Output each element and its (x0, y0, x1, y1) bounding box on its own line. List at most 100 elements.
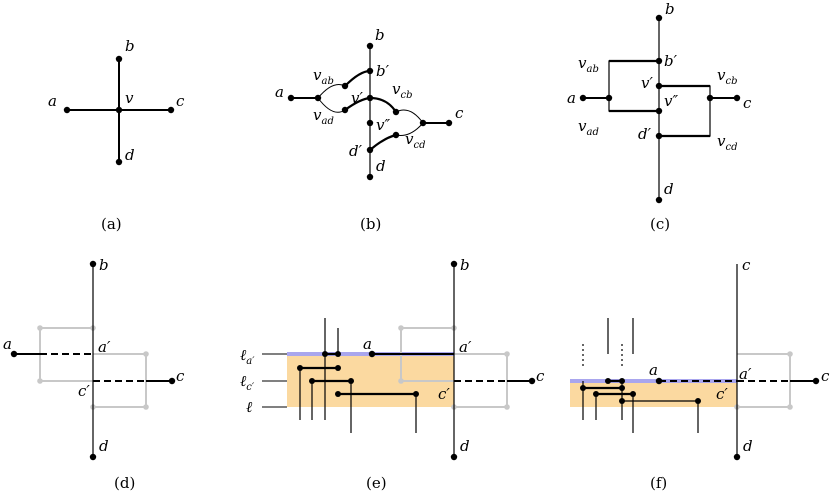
curve-vcb-c (395, 109, 424, 124)
vertex-a-split (314, 94, 322, 102)
vertex-vpp (366, 119, 374, 127)
label-vcd: vcd (405, 130, 426, 151)
vertex (297, 365, 303, 371)
label-d: d (664, 180, 674, 198)
curve-dprime-vcd (369, 133, 397, 151)
label-aprime: a′ (459, 338, 472, 356)
label-vcd: vcd (717, 132, 738, 153)
label-ell-cprime: ℓc′ (240, 372, 255, 393)
label-vcb: vcb (392, 80, 413, 101)
label-d: d (99, 437, 109, 455)
vertex (413, 391, 419, 397)
vertex (335, 365, 341, 371)
vertex-b (89, 260, 97, 268)
label-a: a (3, 335, 12, 353)
vertex-c (528, 377, 536, 385)
vertex-a (579, 94, 587, 102)
label-a: a (649, 361, 658, 379)
caption-f: (f) (650, 474, 667, 491)
vertex-vpp (655, 107, 663, 115)
panel-a: b d a c v (a) (48, 37, 185, 233)
vertex (695, 398, 701, 404)
vertex-c-split (706, 94, 714, 102)
vertex-c (168, 377, 176, 385)
panel-b: b b′ v′ v″ d′ d a c vab vad vcb vcd (b) (275, 26, 464, 233)
ghost-vertex (37, 378, 43, 384)
vertex (322, 351, 328, 357)
label-vpp: v″ (376, 116, 390, 134)
vertex-a-split (605, 94, 613, 102)
label-vprime: v′ (351, 89, 363, 107)
label-d: d (460, 437, 470, 455)
ghost-vertex (504, 351, 510, 357)
label-c-top: c (742, 256, 751, 274)
label-c: c (536, 367, 545, 385)
vertex-d (655, 196, 663, 204)
vertex (619, 385, 625, 391)
label-cprime: c′ (716, 385, 728, 403)
vertex-c (445, 119, 453, 127)
label-vpp: v″ (664, 92, 678, 110)
label-b: b (99, 256, 109, 274)
label-d: d (743, 437, 753, 455)
label-b: b (665, 0, 675, 18)
label-c: c (821, 367, 830, 385)
ghost-vertex (398, 378, 404, 384)
label-vcb: vcb (717, 66, 738, 87)
panel-d: b d a c a′ c′ (d) (3, 256, 185, 491)
label-vprime: v′ (641, 74, 653, 92)
caption-b: (b) (360, 215, 381, 233)
label-c: c (743, 94, 752, 112)
vertex (630, 391, 636, 397)
label-b: b (125, 37, 135, 55)
caption-c: (c) (650, 215, 670, 233)
curve-a-vad (317, 97, 346, 113)
ghost-vertex (398, 325, 404, 331)
label-c: c (455, 104, 464, 122)
curve-vprime-vcb (369, 96, 397, 113)
label-cprime: c′ (438, 385, 450, 403)
label-bprime: b′ (664, 52, 678, 70)
vertex-a (63, 106, 71, 114)
vertex-c-split (419, 119, 427, 127)
vertex (619, 378, 625, 384)
vertex-d (89, 453, 97, 461)
vertex-dprime (655, 132, 663, 140)
label-ell-aprime: ℓa′ (240, 346, 255, 367)
vertex-vab (341, 82, 349, 90)
vertex-dprime (366, 146, 374, 154)
vertex-d (733, 453, 741, 461)
label-cprime: c′ (78, 382, 90, 400)
label-vad: vad (313, 106, 334, 127)
vertex-d (450, 453, 458, 461)
vertex-vad (341, 106, 349, 114)
caption-e: (e) (366, 474, 387, 491)
label-d: d (125, 146, 135, 164)
vertex (593, 391, 599, 397)
ghost-vertex (504, 404, 510, 410)
vertex-d (115, 158, 123, 166)
label-v: v (125, 89, 134, 107)
ghost-vertex (143, 404, 149, 410)
vertex (580, 385, 586, 391)
caption-d: (d) (114, 474, 135, 491)
vertex (348, 378, 354, 384)
label-b: b (375, 26, 385, 44)
vertex-a (655, 377, 663, 385)
vertex-vcb (392, 108, 400, 116)
label-a: a (567, 89, 576, 107)
caption-a: (a) (101, 215, 122, 233)
label-aprime: a′ (739, 365, 752, 383)
vertex-v (115, 106, 123, 114)
vertex-a (10, 350, 18, 358)
label-vab: vab (578, 54, 599, 75)
vertex (309, 378, 315, 384)
ghost-vertex (37, 325, 43, 331)
label-vad: vad (578, 117, 599, 138)
vertex-c (733, 94, 741, 102)
vertex (605, 378, 611, 384)
label-b: b (460, 256, 470, 274)
label-d: d (376, 157, 386, 175)
label-c: c (176, 92, 185, 110)
vertex-bprime (366, 67, 374, 75)
